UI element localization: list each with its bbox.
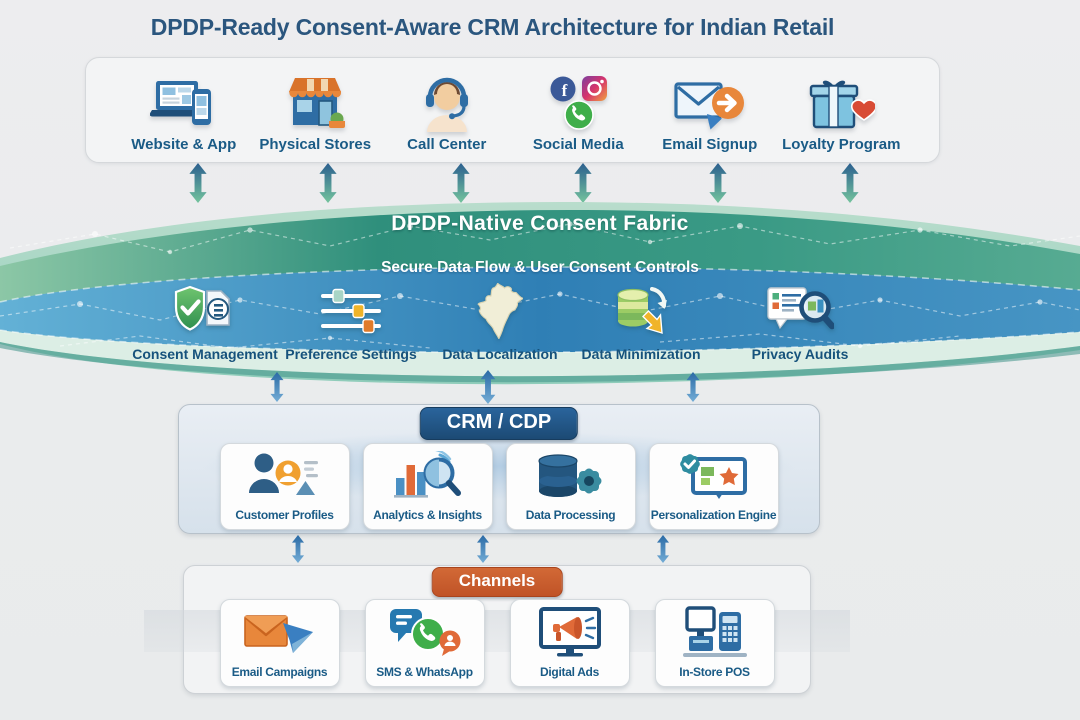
fabric-label: Data Minimization <box>581 346 701 362</box>
card-label: In-Store POS <box>679 665 750 679</box>
touchpoint-email-signup: Email Signup <box>644 67 776 153</box>
channel-card-in-store-pos: In-Store POS <box>654 599 775 687</box>
consent-fabric-band: DPDP-Native Consent Fabric Secure Data F… <box>0 196 1080 386</box>
double-arrow <box>574 163 592 203</box>
document-magnifier-icon <box>715 282 885 340</box>
card-label: Digital Ads <box>540 665 599 679</box>
touchpoint-label: Loyalty Program <box>782 136 901 153</box>
touchpoint-loyalty-program: Loyalty Program <box>776 67 908 153</box>
fabric-label: Consent Management <box>132 346 278 362</box>
svg-text:f: f <box>562 81 568 100</box>
fabric-label: Data Localization <box>442 346 558 362</box>
card-label: Personalization Engine <box>650 508 777 522</box>
touchpoints-panel: Website & App Physical Stores <box>85 57 940 163</box>
whatsapp-icon <box>564 100 595 130</box>
double-arrow <box>189 163 207 203</box>
analytics-magnifier-icon <box>392 444 464 508</box>
fabric-ribbon-background <box>0 202 1080 385</box>
facebook-icon <box>550 76 576 102</box>
channel-card-sms-whatsapp: SMS & WhatsApp <box>364 599 485 687</box>
gift-heart-icon <box>776 67 908 133</box>
touchpoint-social-media: f Social Media <box>513 67 645 153</box>
channels-panel: Channels Email Campaigns <box>144 565 850 694</box>
website-app-icon <box>118 67 250 133</box>
double-arrow <box>480 370 496 404</box>
customer-profiles-icon <box>248 444 322 508</box>
fabric-item-data-localization: Data Localization <box>415 282 585 362</box>
double-arrow <box>841 163 859 203</box>
instagram-icon <box>582 76 608 101</box>
page-title: DPDP-Ready Consent-Aware CRM Architectur… <box>150 14 835 40</box>
india-map-icon <box>415 282 585 340</box>
social-media-icons: f <box>513 67 645 133</box>
email-signup-icon <box>644 67 776 133</box>
touchpoint-website-app: Website & App <box>118 67 250 153</box>
crm-card-analytics-insights: Analytics & Insights <box>362 443 493 530</box>
crm-cdp-panel: CRM / CDP Customer Pro <box>178 404 820 534</box>
fabric-subtitle: Secure Data Flow & User Consent Controls <box>381 259 699 276</box>
double-arrow <box>270 372 284 402</box>
envelope-paper-plane-icon <box>243 600 317 665</box>
crm-card-customer-profiles: Customer Profiles <box>219 443 350 530</box>
network-nodes <box>77 221 1043 349</box>
fabric-title: DPDP-Native Consent Fabric <box>391 212 689 235</box>
fabric-item-consent-management: Consent Management <box>120 282 290 362</box>
card-label: Analytics & Insights <box>373 508 482 522</box>
screen-gear-star-icon <box>677 444 751 508</box>
storefront-icon <box>250 67 382 133</box>
double-arrow <box>291 535 305 563</box>
card-label: Data Processing <box>525 508 616 522</box>
channel-card-digital-ads: Digital Ads <box>509 599 630 687</box>
double-arrow <box>452 163 470 203</box>
touchpoint-label: Email Signup <box>662 136 758 153</box>
touchpoint-call-center: Call Center <box>381 67 513 153</box>
touchpoint-label: Social Media <box>532 136 624 153</box>
crm-card-data-processing: Data Processing <box>505 443 636 530</box>
crm-card-personalization-engine: Personalization Engine <box>648 443 779 530</box>
call-center-agent-icon <box>381 67 513 133</box>
monitor-megaphone-icon <box>533 600 607 665</box>
fabric-item-privacy-audits: Privacy Audits <box>715 282 885 362</box>
double-arrow <box>686 372 700 402</box>
fabric-label: Preference Settings <box>285 346 417 362</box>
touchpoint-label: Call Center <box>407 136 487 153</box>
card-label: SMS & WhatsApp <box>376 665 473 679</box>
chat-bubbles-icon <box>388 600 462 665</box>
pos-terminal-icon <box>681 600 749 665</box>
database-gear-icon <box>535 444 607 508</box>
channels-badge: Channels <box>431 567 563 597</box>
sliders-icon <box>266 282 436 340</box>
channel-card-email-campaigns: Email Campaigns <box>219 599 340 687</box>
double-arrow <box>709 163 727 203</box>
card-label: Customer Profiles <box>235 508 334 522</box>
fabric-item-preference-settings: Preference Settings <box>266 282 436 362</box>
double-arrow <box>656 535 670 563</box>
fabric-item-data-minimization: Data Minimization <box>556 282 726 362</box>
double-arrow <box>319 163 337 203</box>
fabric-label: Privacy Audits <box>751 346 849 362</box>
double-arrow <box>476 535 490 563</box>
shield-check-icon <box>120 282 290 340</box>
touchpoint-label: Physical Stores <box>259 136 372 153</box>
touchpoint-physical-stores: Physical Stores <box>250 67 382 153</box>
touchpoint-label: Website & App <box>131 136 237 153</box>
card-label: Email Campaigns <box>231 665 328 679</box>
crm-cdp-badge: CRM / CDP <box>419 407 579 440</box>
database-refresh-icon <box>556 282 726 340</box>
